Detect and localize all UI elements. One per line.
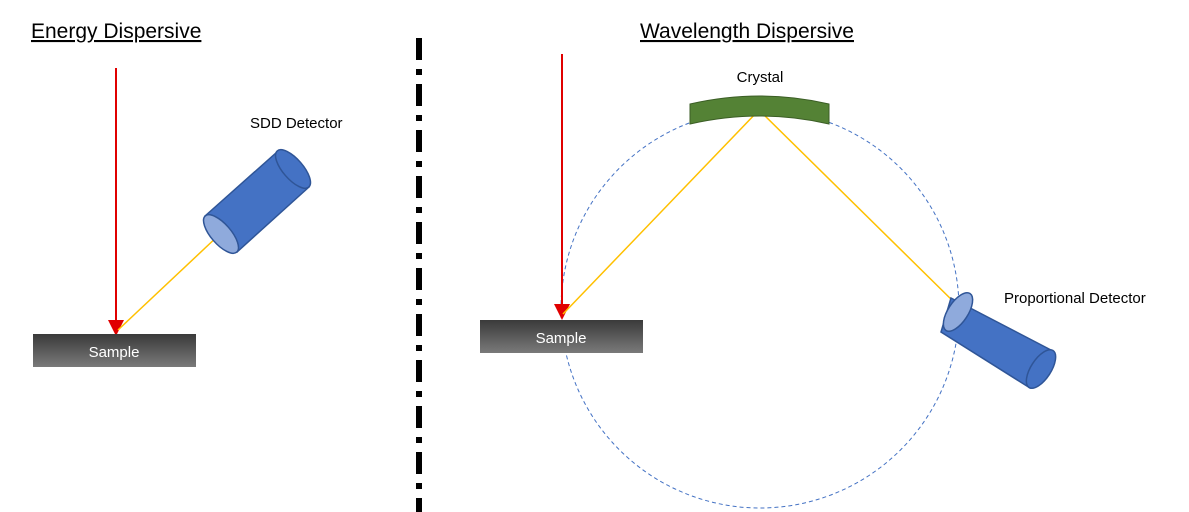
sample-block (480, 320, 643, 353)
crystal-label: Crystal (737, 69, 784, 86)
wavelength-dispersive-panel: Wavelength Dispersive Crystal Sample Pro… (480, 20, 1146, 509)
xray-path (117, 230, 224, 331)
sdd-detector-label: SDD Detector (250, 115, 343, 132)
xray-path (562, 108, 961, 315)
sample-label: Sample (89, 344, 140, 361)
energy-dispersive-panel: Energy Dispersive Sample SDD Detector (31, 20, 343, 367)
proportional-detector-label: Proportional Detector (1004, 290, 1146, 307)
wavelength-dispersive-title: Wavelength Dispersive (640, 20, 854, 43)
sample-block (33, 334, 196, 367)
crystal-icon (689, 95, 830, 125)
sdd-detector-icon (202, 148, 312, 255)
rowland-circle (560, 109, 960, 509)
proportional-detector-icon (940, 292, 1057, 390)
sample-label: Sample (536, 330, 587, 347)
energy-dispersive-title: Energy Dispersive (31, 20, 201, 43)
